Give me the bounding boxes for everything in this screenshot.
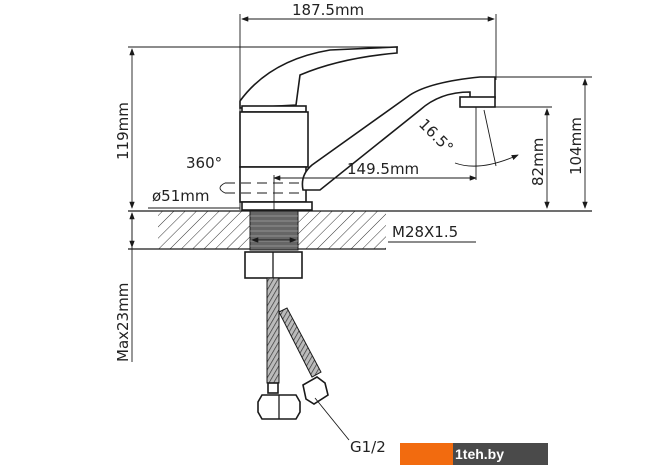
max-countertop-label: Max23mm — [114, 283, 132, 362]
watermark-logo: 1teh.by — [400, 443, 548, 465]
watermark-text: 1teh.by — [453, 443, 548, 465]
faucet-body — [239, 111, 309, 168]
faucet-handle — [239, 46, 398, 109]
spout-reach-label: 149.5mm — [347, 160, 419, 178]
thread-shank — [249, 210, 299, 251]
base-diameter-label: ø51mm — [152, 187, 210, 205]
overall-length-label: 187.5mm — [292, 1, 364, 19]
hose-angled — [278, 307, 322, 378]
hose-straight — [266, 277, 280, 384]
hose-connection-label: G1/2 — [350, 438, 386, 456]
rotation-label: 360° — [186, 154, 222, 172]
spout-angle-label: 16.5° — [415, 115, 457, 157]
hose-nut-2 — [302, 376, 329, 405]
faucet-spout — [301, 76, 496, 191]
spout-clearance-label: 82mm — [529, 138, 547, 186]
spout-height-label: 104mm — [567, 117, 585, 175]
thread-label: M28X1.5 — [392, 223, 458, 241]
total-height-label: 119mm — [114, 102, 132, 160]
